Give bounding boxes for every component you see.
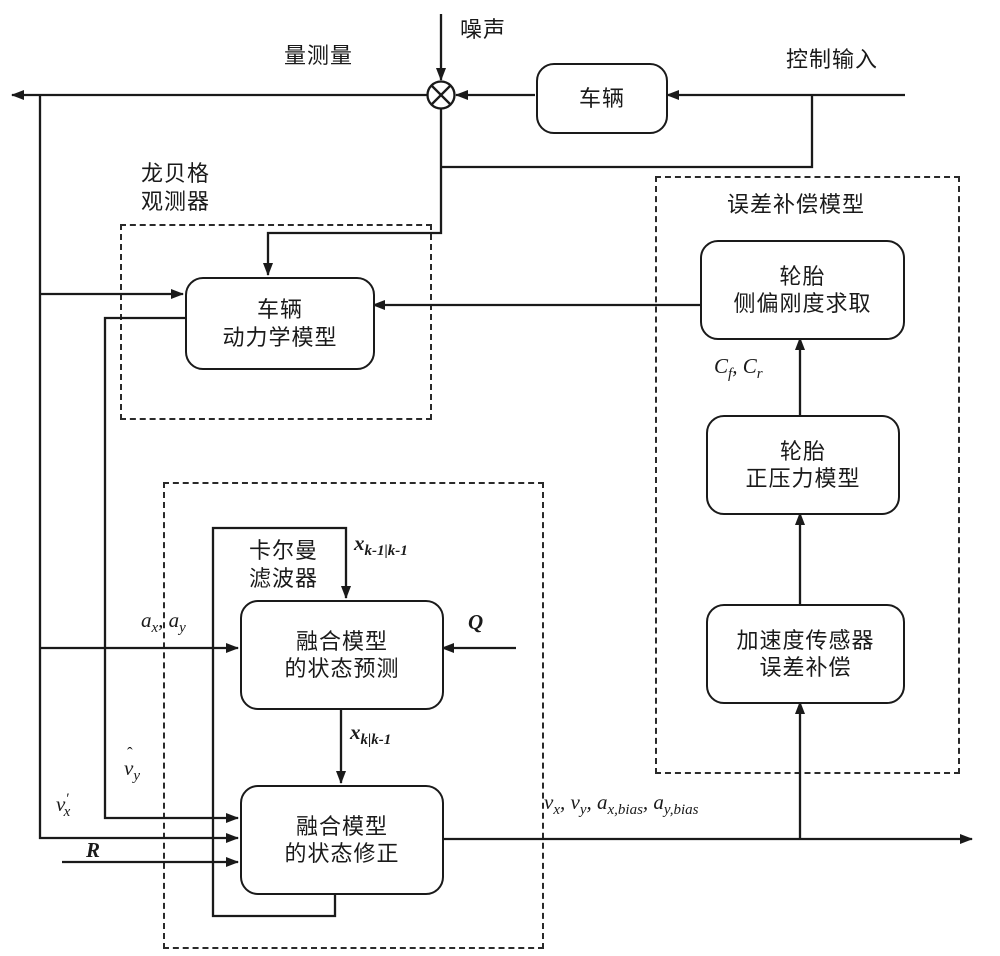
math-segment: y xyxy=(179,620,186,637)
math-segment: R xyxy=(86,838,101,862)
math-segment: x xyxy=(151,620,159,637)
vx-prime-label: v′x xyxy=(56,791,71,821)
prediction-label-line1: 融合模型 xyxy=(295,628,388,654)
accelerometer-error-compensation-box: 加速度传感器 误差补偿 xyxy=(706,604,905,704)
math-segment: x xyxy=(354,531,365,555)
prediction-label-line2: 的状态预测 xyxy=(284,656,400,681)
vehicle-dynamics-model-box: 车辆 动力学模型 xyxy=(185,277,375,370)
normal-force-label-line2: 正压力模型 xyxy=(745,466,861,491)
math-segment: , xyxy=(586,790,597,814)
tire-cornering-stiffness-box: 轮胎 侧偏刚度求取 xyxy=(700,240,905,340)
correction-label-line1: 融合模型 xyxy=(295,813,388,839)
noise-label: 噪声 xyxy=(460,17,507,42)
math-segment: x xyxy=(63,804,71,821)
arrow-measurement-feedback-to-correction xyxy=(38,95,239,843)
q-covariance-label: Q xyxy=(468,610,483,635)
math-segment: C xyxy=(742,354,757,378)
r-covariance-label: R xyxy=(86,838,100,863)
math-segment: f xyxy=(728,366,733,383)
math-segment: , xyxy=(560,790,571,814)
tire-normal-force-model-box: 轮胎 正压力模型 xyxy=(706,415,900,515)
kalman-label-line2: 滤波器 xyxy=(249,565,319,591)
arrow-mixer-to-dynamics-top xyxy=(263,109,443,276)
x-prev-state-label: xk-1|k-1 xyxy=(354,531,408,560)
arrow-vy-hat-observer-to-correction xyxy=(103,316,239,823)
math-segment: C xyxy=(714,354,729,378)
cf-cr-label: Cf, Cr xyxy=(714,354,763,383)
error-compensation-group-label: 误差补偿模型 xyxy=(727,192,866,217)
math-segment: a xyxy=(597,790,608,814)
math-segment: , xyxy=(732,354,743,378)
math-segment: a xyxy=(168,608,180,632)
vehicle-box: 车辆 xyxy=(536,63,668,134)
stiffness-label-line1: 轮胎 xyxy=(779,263,826,289)
luenberger-observer-group-frame xyxy=(120,224,432,420)
arrow-correction-feedback-to-prediction xyxy=(211,526,351,918)
stiffness-label-line2: 侧偏刚度求取 xyxy=(733,291,872,316)
math-segment: a xyxy=(141,608,152,632)
math-segment: y xyxy=(579,802,587,819)
math-segment: v xyxy=(124,756,134,780)
control-input-label: 控制输入 xyxy=(786,47,879,72)
accel-comp-label-line1: 加速度传感器 xyxy=(736,627,875,653)
hat-accent: ˆ xyxy=(127,744,133,763)
correction-label-line2: 的状态修正 xyxy=(284,841,400,866)
kalman-filter-group-label: 卡尔曼 滤波器 xyxy=(249,537,318,592)
math-segment: r xyxy=(756,366,763,383)
math-segment: y,bias xyxy=(663,802,699,819)
fused-output-label: vx, vy, ax,bias, ay,bias xyxy=(544,790,699,819)
math-segment: v xyxy=(570,790,580,814)
fusion-state-correction-box: 融合模型 的状态修正 xyxy=(240,785,444,895)
math-segment: , xyxy=(642,790,654,814)
math-segment: x xyxy=(553,802,560,819)
luenberger-observer-group-label: 龙贝格 观测器 xyxy=(141,160,210,215)
mixer-junction-icon xyxy=(426,80,456,110)
math-segment: a xyxy=(653,790,664,814)
observer-label-line1: 龙贝格 xyxy=(141,161,211,186)
kalman-filter-group-frame xyxy=(163,482,544,949)
math-segment: k-1|k-1 xyxy=(364,543,408,560)
dynamics-label-line1: 车辆 xyxy=(256,297,303,322)
math-segment: v xyxy=(56,792,66,816)
error-compensation-group-frame xyxy=(655,176,960,774)
math-segment: ′ xyxy=(65,791,69,807)
math-segment: x xyxy=(350,720,361,744)
accel-comp-label-line2: 误差补偿 xyxy=(759,655,852,680)
math-segment: x,bias xyxy=(607,802,643,819)
math-segment: v xyxy=(544,790,554,814)
wire-control-branch-down xyxy=(441,95,814,169)
vehicle-box-label: 车辆 xyxy=(578,85,625,111)
x-predicted-state-label: xk|k-1 xyxy=(350,720,392,749)
observer-label-line2: 观测器 xyxy=(141,188,211,214)
math-segment: Q xyxy=(468,610,484,634)
dynamics-label-line2: 动力学模型 xyxy=(222,324,338,350)
math-segment: y xyxy=(133,768,140,785)
fusion-state-prediction-box: 融合模型 的状态预测 xyxy=(240,600,444,710)
ax-ay-label: ax, ay xyxy=(141,608,186,637)
math-segment: , xyxy=(158,608,169,632)
math-segment: k|k-1 xyxy=(360,732,392,749)
normal-force-label-line1: 轮胎 xyxy=(779,438,826,464)
kalman-label-line1: 卡尔曼 xyxy=(249,538,319,563)
measurement-label: 量测量 xyxy=(284,43,354,68)
